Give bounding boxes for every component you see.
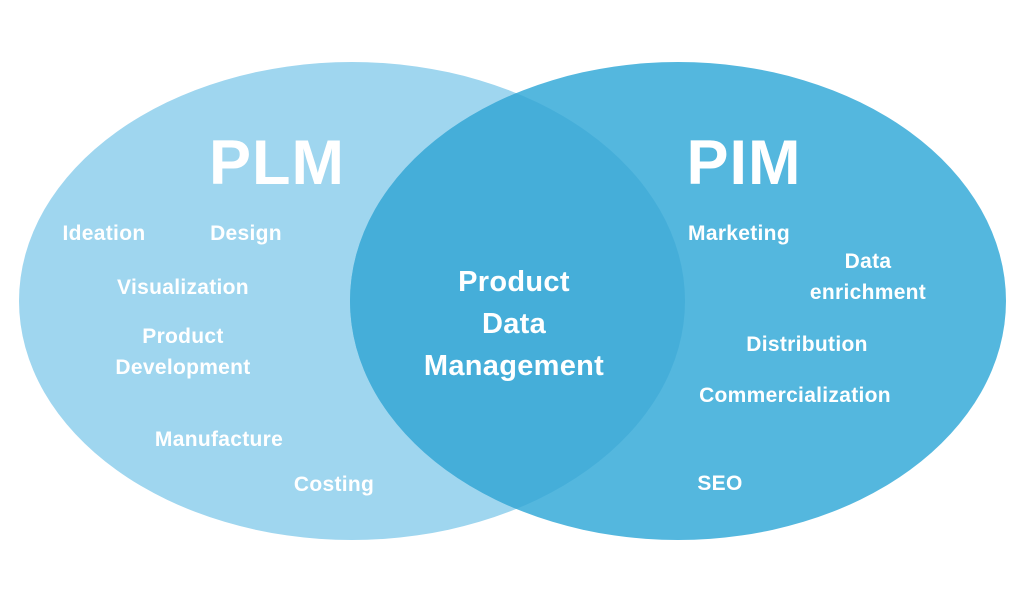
plm-item-product-development-line-2: Development bbox=[115, 356, 251, 379]
plm-item-visualization: Visualization bbox=[117, 276, 249, 299]
plm-item-product-development: Product Development bbox=[115, 321, 250, 383]
pim-item-commercialization: Commercialization bbox=[699, 384, 891, 407]
plm-title: PLM bbox=[209, 128, 345, 198]
pim-item-data-enrichment-line-1: Data bbox=[844, 250, 892, 273]
overlap-label-line-1: Product bbox=[458, 266, 570, 298]
plm-item-product-development-line-1: Product bbox=[142, 325, 224, 348]
pim-item-data-enrichment: Data enrichment bbox=[810, 246, 926, 308]
overlap-label-line-2: Data bbox=[481, 308, 547, 340]
pim-item-seo: SEO bbox=[697, 472, 743, 495]
overlap-label: Product Data Management bbox=[424, 261, 604, 387]
pim-item-distribution: Distribution bbox=[746, 333, 868, 356]
plm-item-ideation: Ideation bbox=[62, 222, 146, 245]
overlap-lens bbox=[350, 62, 685, 540]
overlap-label-line-3: Management bbox=[423, 350, 605, 382]
plm-item-costing: Costing bbox=[293, 473, 375, 496]
pim-item-marketing: Marketing bbox=[688, 222, 790, 245]
plm-item-manufacture: Manufacture bbox=[154, 428, 284, 451]
pim-item-data-enrichment-line-2: enrichment bbox=[809, 281, 927, 304]
plm-item-design: Design bbox=[210, 222, 282, 245]
pim-title: PIM bbox=[686, 128, 802, 198]
